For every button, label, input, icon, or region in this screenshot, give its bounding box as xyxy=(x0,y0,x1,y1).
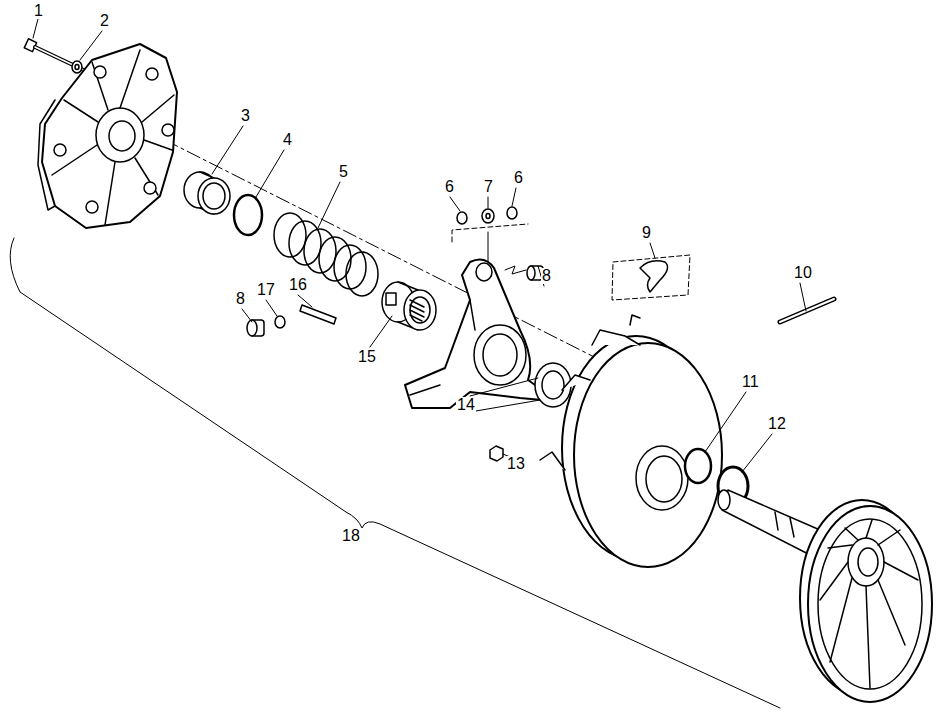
cover-plate xyxy=(38,44,177,228)
callout-number: 13 xyxy=(506,456,526,472)
callout-number: 3 xyxy=(240,108,251,124)
spider xyxy=(405,260,545,408)
bolt xyxy=(24,39,92,74)
callout-number: 18 xyxy=(341,528,361,544)
bushing xyxy=(184,172,230,214)
washer xyxy=(275,316,285,328)
callout-number: 6 xyxy=(444,179,455,195)
callout-number: 17 xyxy=(256,282,276,298)
callout-number: 6 xyxy=(513,170,524,186)
pin xyxy=(780,299,834,322)
moveable-sheave xyxy=(540,315,722,567)
nut xyxy=(490,446,503,461)
callout-number: 4 xyxy=(282,132,293,148)
callout-number: 11 xyxy=(741,374,760,390)
fixed-sheave xyxy=(718,490,932,702)
callout-number: 14 xyxy=(456,397,476,413)
callout-number: 10 xyxy=(793,265,813,281)
callout-number: 7 xyxy=(483,179,494,195)
cam xyxy=(382,282,436,330)
callout-number: 8 xyxy=(541,268,552,284)
bushing xyxy=(685,449,711,483)
callout-number: 8 xyxy=(235,291,246,307)
snap-ring xyxy=(234,195,262,235)
callout-number: 16 xyxy=(288,277,308,293)
pin xyxy=(300,305,336,324)
plug xyxy=(247,320,264,336)
spring xyxy=(274,213,378,296)
callout-number: 9 xyxy=(641,225,652,241)
clip xyxy=(640,261,668,292)
nut-washers xyxy=(457,207,517,224)
callout-number: 2 xyxy=(99,13,110,29)
callout-number: 15 xyxy=(357,349,377,365)
callout-number: 12 xyxy=(767,416,787,432)
plug xyxy=(505,266,543,280)
callout-number: 5 xyxy=(338,164,349,180)
callout-number: 1 xyxy=(33,3,44,19)
